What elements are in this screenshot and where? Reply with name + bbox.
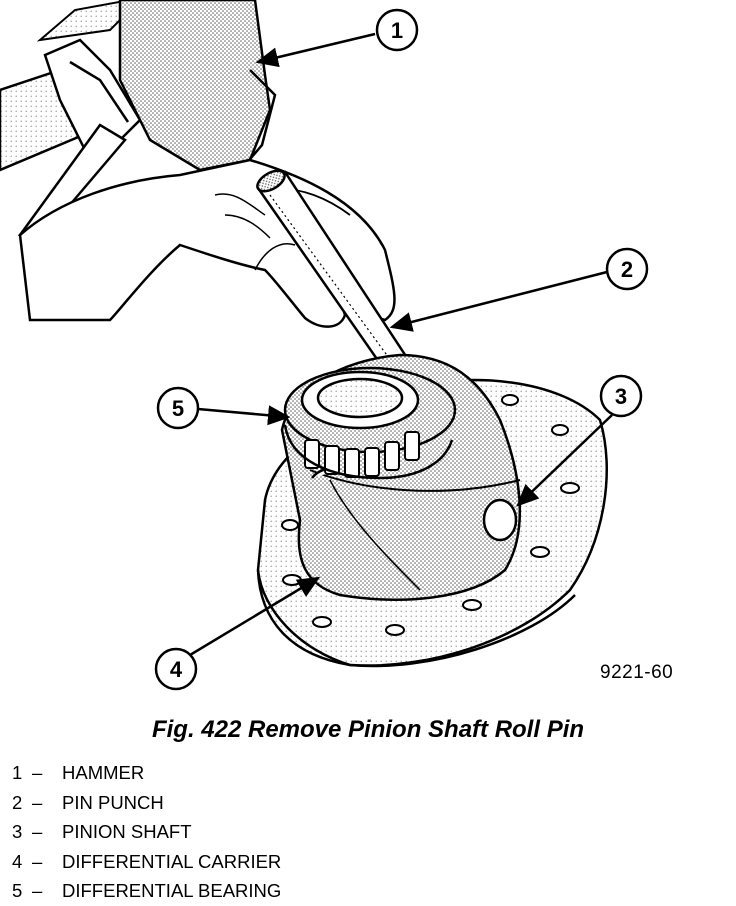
legend-item: 3–PINION SHAFT <box>12 817 281 847</box>
callout-1: 1 <box>255 8 419 68</box>
legend-item: 5–DIFFERENTIAL BEARING <box>12 876 281 906</box>
legend-number: 4 <box>12 850 23 872</box>
callout-1-label: 1 <box>391 18 403 43</box>
arm-sleeve <box>118 0 277 172</box>
hammer <box>0 0 142 242</box>
legend-dash: – <box>32 791 43 813</box>
legend-dash: – <box>32 762 43 783</box>
legend-item: 1–HAMMER <box>12 758 281 788</box>
pinion-shaft-end <box>482 498 518 542</box>
callout-2-label: 2 <box>621 257 633 282</box>
callout-4: 4 <box>154 576 321 691</box>
callout-5-label: 5 <box>172 396 184 421</box>
figure-caption: Fig. 422 Remove Pinion Shaft Roll Pin <box>151 716 585 743</box>
legend-label: DIFFERENTIAL CARRIER <box>62 850 282 872</box>
legend-label: PINION SHAFT <box>62 821 192 843</box>
legend-label: HAMMER <box>62 762 145 783</box>
legend-number: 3 <box>12 821 23 843</box>
callout-5: 5 <box>156 386 291 430</box>
legend-label: DIFFERENTIAL BEARING <box>62 880 282 902</box>
legend-dash: – <box>32 850 43 872</box>
callout-3-label: 3 <box>615 384 627 409</box>
legend-item: 4–DIFFERENTIAL CARRIER <box>12 847 281 877</box>
illustration: 1 2 3 4 5 <box>0 0 649 691</box>
figure-number: 9221-60 <box>600 662 674 683</box>
callout-3: 3 <box>516 374 643 507</box>
callout-2: 2 <box>389 247 649 332</box>
legend: 1–HAMMER 2–PIN PUNCH 3–PINION SHAFT 4–DI… <box>12 758 281 906</box>
callout-4-label: 4 <box>170 657 183 682</box>
legend-number: 2 <box>12 791 23 813</box>
legend-label: PIN PUNCH <box>62 791 164 813</box>
legend-dash: – <box>32 880 43 902</box>
legend-number: 5 <box>12 880 23 902</box>
legend-dash: – <box>32 821 43 843</box>
differential-bearing <box>283 366 457 480</box>
legend-item: 2–PIN PUNCH <box>12 788 281 818</box>
legend-number: 1 <box>12 762 23 783</box>
